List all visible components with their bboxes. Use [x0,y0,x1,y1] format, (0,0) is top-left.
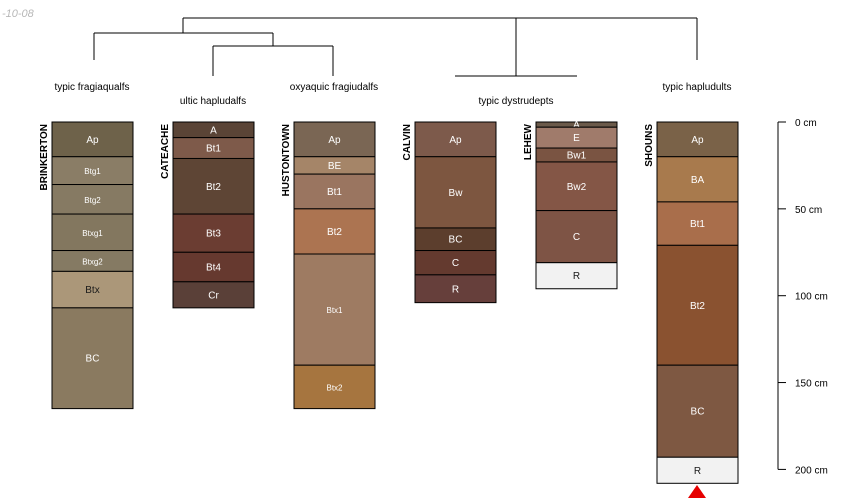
horizon-label: C [573,232,580,243]
horizon-block [656,156,739,203]
depth-tick-label: 150 cm [795,379,828,390]
horizon-block [535,161,618,212]
horizon-block [293,208,376,255]
horizon-label: C [452,258,459,269]
horizon-label: Bw [449,188,464,199]
horizon-label: Ap [691,135,704,146]
horizon-label: Bt1 [327,187,342,198]
horizon-label: Bt2 [327,227,342,238]
profile-name: CALVIN [402,124,413,160]
horizon-block [172,281,255,309]
depth-tick-label: 200 cm [795,465,828,476]
horizon-block [414,121,497,158]
horizon-block [656,244,739,366]
horizon-label: Btx2 [326,383,343,392]
horizon-block [51,213,134,252]
profile-name: BRINKERTON [39,124,50,190]
horizon-block [414,156,497,229]
horizon-label: Bt3 [206,229,221,240]
horizon-label: Bt1 [690,219,705,230]
horizon-label: R [452,284,459,295]
horizon-label: BE [328,161,342,172]
horizon-label: Btx1 [326,306,343,315]
horizon-block [51,270,134,309]
horizon-block [535,262,618,290]
taxonomic-group-label: typic fragiaqualfs [54,82,129,93]
horizon-label: R [694,466,701,477]
horizon-label: A [573,120,580,131]
horizon-block [172,251,255,283]
horizon-block [293,121,376,158]
taxonomic-group-label: oxyaquic fragiudalfs [290,82,378,93]
horizon-label: Ap [328,135,341,146]
profile-name: LEHEW [523,123,534,160]
depth-tick-label: 100 cm [795,292,828,303]
horizon-label: R [573,271,580,282]
horizon-label: A [210,125,217,136]
horizon-block [51,307,134,410]
horizon-block [414,250,497,276]
horizon-label: BC [691,407,705,418]
depth-tick-label: 0 cm [795,118,817,129]
date-stamp: -10-08 [2,8,34,20]
taxonomic-group-label: typic hapludults [663,82,732,93]
taxonomic-group-label: ultic hapludalfs [180,96,246,107]
horizon-block [656,456,739,484]
horizon-label: Btxg2 [82,257,103,266]
horizon-block [172,157,255,215]
taxonomic-group-labels: typic fragiaqualfs ultic hapludalfs oxyaqu… [54,82,731,107]
horizon-label: BC [86,354,100,365]
horizon-label: Bt4 [206,263,221,274]
dendrogram [93,17,698,77]
depth-axis: 0 cm 50 cm 100 cm 150 cm 200 cm [777,118,828,476]
horizon-label: Btxg1 [82,229,103,238]
horizon-block [535,210,618,264]
red-triangle-marker [688,485,706,498]
horizon-block [293,364,376,410]
horizon-block [293,173,376,210]
horizon-block [51,121,134,158]
horizon-label: Btg1 [84,167,101,176]
horizon-label: BC [449,235,463,246]
horizon-label: Ap [86,135,99,146]
profile-name: SHOUNS [644,124,655,167]
horizon-block [293,253,376,366]
profile-name: HUSTONTOWN [281,124,292,196]
depth-tick-label: 50 cm [795,205,822,216]
horizon-block [656,201,739,246]
horizon-label: Bw1 [567,151,587,162]
horizon-block [51,156,134,186]
horizon-block [656,364,739,458]
horizon-label: E [573,133,580,144]
horizon-label: BA [691,175,705,186]
horizon-label: Bw2 [567,182,587,193]
horizon-block [656,121,739,158]
profile-name: CATEACHE [160,124,171,179]
horizon-label: Cr [208,290,219,301]
horizon-label: Bt2 [690,301,705,312]
horizon-block [414,274,497,304]
horizon-label: Ap [449,135,462,146]
horizon-block [51,184,134,215]
horizon-label: Bt1 [206,144,221,155]
horizon-label: Bt2 [206,182,221,193]
horizon-label: Btg2 [84,196,101,205]
horizon-label: Btx [85,285,99,296]
taxonomic-group-label: typic dystrudepts [478,96,553,107]
